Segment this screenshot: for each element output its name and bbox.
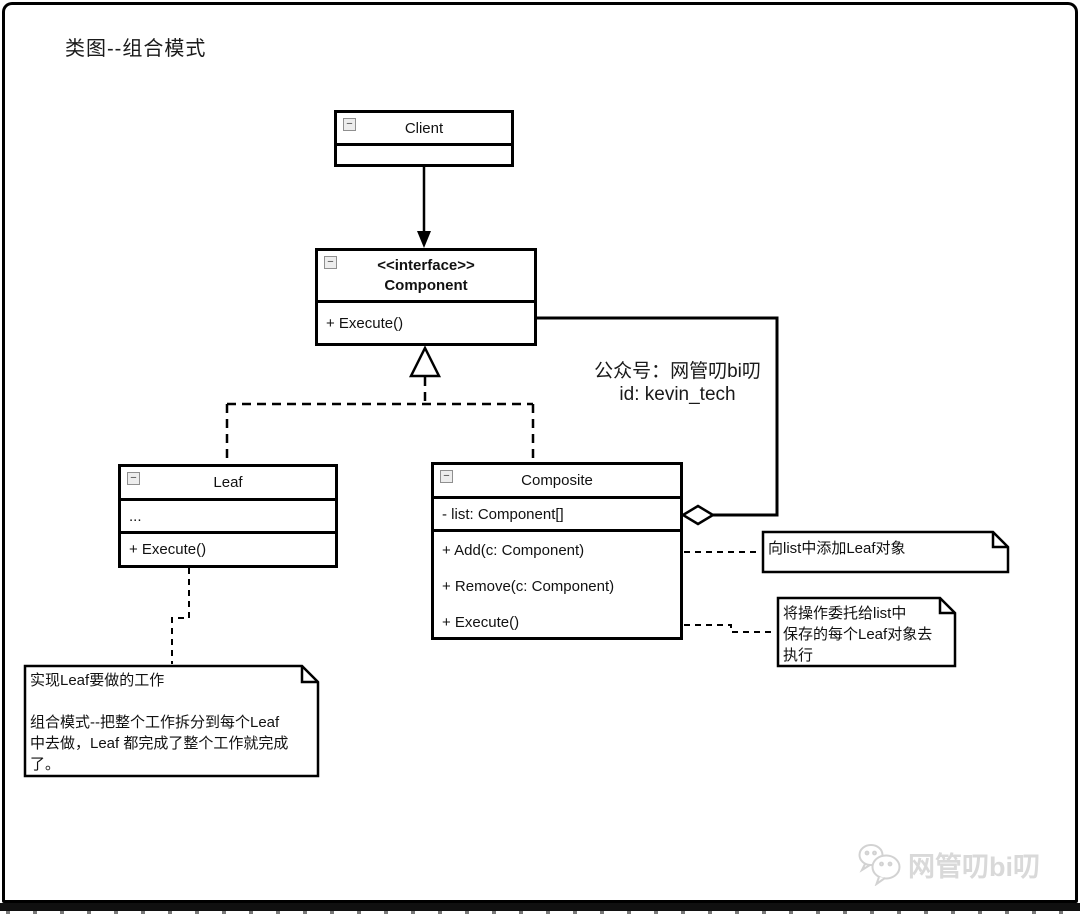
execute-note-link: [684, 624, 776, 633]
realization-dashed-lines: [225, 377, 535, 461]
class-box-leaf: − Leaf ... + Execute(): [118, 464, 338, 568]
class-name: Leaf: [213, 474, 243, 491]
aggregation-line: [537, 316, 779, 517]
collapse-icon: −: [127, 472, 140, 485]
stereotype-label: <<interface>>: [377, 256, 475, 274]
class-name: Client: [404, 119, 444, 137]
note-execute-text: 将操作委托给list中 保存的每个Leaf对象去 执行: [783, 605, 933, 664]
method-item: + Add(c: Component): [442, 541, 585, 559]
class-box-component: − <<interface>> Component + Execute(): [315, 248, 537, 346]
wechat-icon: [858, 844, 901, 886]
watermark-footer-text: 网管叨bi叨: [908, 851, 1040, 882]
collapse-icon: −: [324, 256, 337, 269]
leaf-note-shape: [23, 664, 320, 778]
watermark-center: 公众号：网管叨bi叨 id: kevin_tech: [575, 360, 780, 406]
class-box-composite: − Composite - list: Component[] + Add(c:…: [431, 462, 683, 640]
add-note-shape: [761, 530, 1010, 574]
class-header: − Composite: [434, 465, 680, 499]
collapse-icon: −: [440, 470, 453, 483]
class-header: − Leaf: [121, 467, 335, 501]
note-add-text: 向list中添加Leaf对象: [768, 540, 906, 557]
filled-arrowhead-icon: [417, 231, 431, 248]
attribute-item: - list: Component[]: [434, 499, 680, 532]
class-header: − Client: [337, 113, 511, 146]
method-item: + Execute(): [442, 613, 520, 631]
leaf-note-link: [171, 568, 190, 664]
watermark-id-line: id: kevin_tech: [619, 384, 736, 405]
watermark-account-line: 公众号：网管叨bi叨: [594, 361, 761, 382]
aggregation-diamond-icon: [680, 504, 716, 526]
method-item: + Execute(): [129, 541, 207, 558]
empty-compartment: [337, 146, 511, 164]
attribute-item: ...: [121, 501, 335, 534]
collapse-icon: −: [343, 118, 356, 131]
method-item: + Execute(): [326, 314, 404, 332]
bottom-ticks: [6, 911, 1080, 914]
method-item: + Remove(c: Component): [442, 577, 615, 595]
class-box-client: − Client: [334, 110, 514, 167]
class-name: Component: [384, 276, 468, 294]
watermark-footer: 网管叨bi叨: [856, 842, 1040, 886]
methods-compartment: + Add(c: Component) + Remove(c: Componen…: [434, 532, 680, 640]
note-leaf-text: 实现Leaf要做的工作 组合模式--把整个工作拆分到每个Leaf 中去做，Lea…: [30, 672, 289, 773]
execute-note-shape: [776, 596, 957, 668]
class-header: − <<interface>> Component: [318, 251, 534, 303]
realization-triangle-icon: [408, 345, 442, 378]
class-name: Composite: [521, 472, 593, 489]
bottom-bar: [0, 903, 1080, 911]
page-title: 类图--组合模式: [65, 38, 207, 60]
